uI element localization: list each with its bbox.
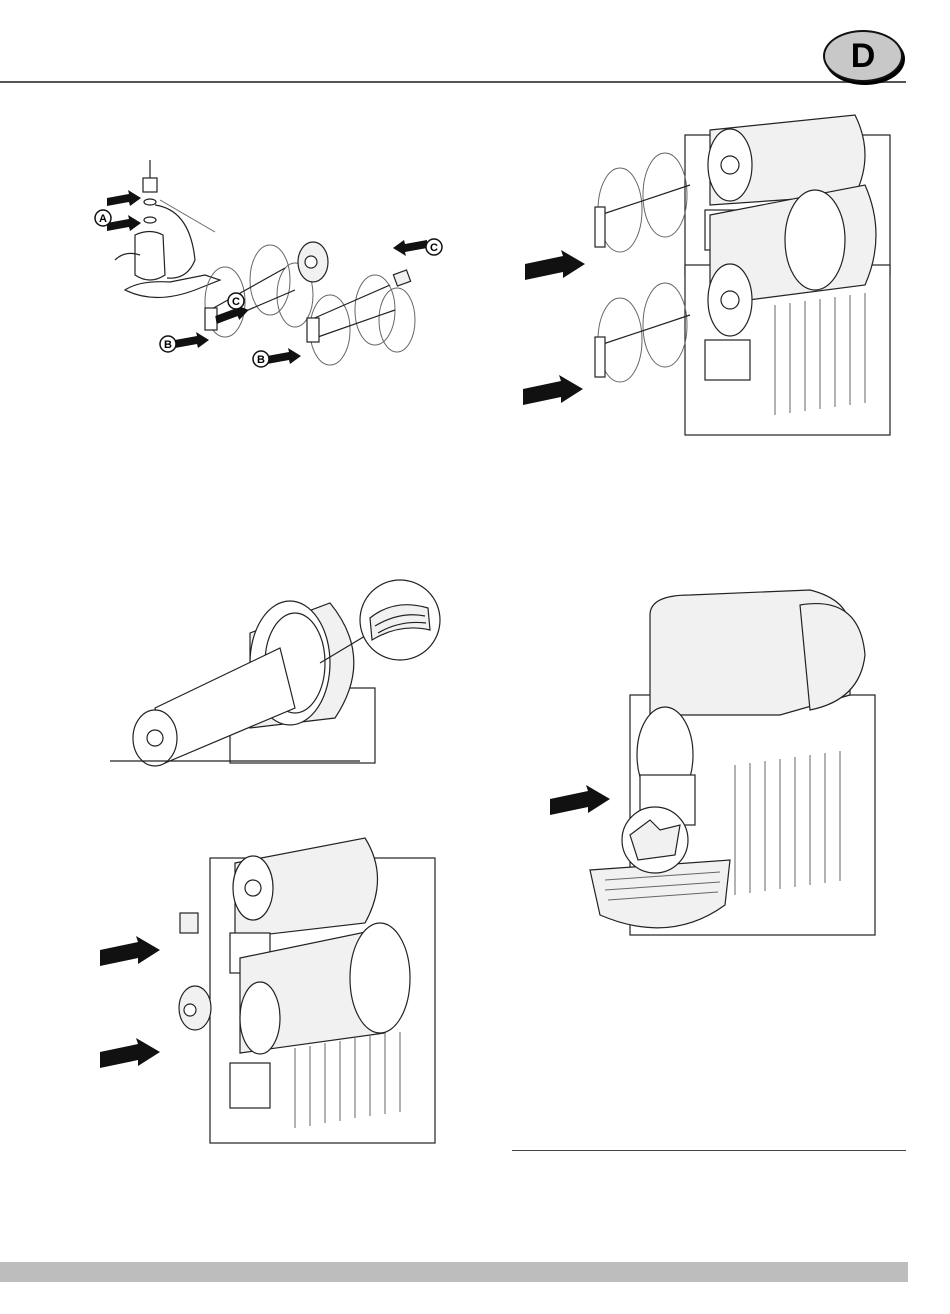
section-badge-letter: D — [850, 36, 876, 75]
arrow-icon — [393, 240, 427, 256]
figure-insert-caps — [100, 837, 436, 1144]
arrow-icon — [523, 375, 583, 405]
arrow-icon — [550, 785, 610, 815]
arrow-icon — [107, 190, 141, 206]
footer-bar — [0, 1262, 908, 1282]
arrow-icon — [175, 332, 209, 348]
figure-switch-detail — [550, 589, 876, 936]
label-b2: B — [257, 354, 265, 366]
figure-insert-augers — [523, 114, 891, 436]
note-rule — [512, 1150, 906, 1151]
label-c1: C — [232, 296, 240, 308]
figure-exploded-parts: A B C B C — [94, 160, 443, 368]
arrow-icon — [267, 348, 301, 364]
header-rule — [0, 81, 906, 83]
label-c2: C — [430, 242, 438, 254]
arrow-icon — [100, 936, 160, 966]
arrow-icon — [100, 1038, 160, 1068]
section-badge: D — [823, 30, 903, 82]
arrow-icon — [525, 250, 585, 280]
figure-gasket-detail — [110, 579, 441, 767]
label-a: A — [99, 213, 107, 225]
arrow-icon — [107, 215, 141, 231]
label-b1: B — [164, 339, 172, 351]
